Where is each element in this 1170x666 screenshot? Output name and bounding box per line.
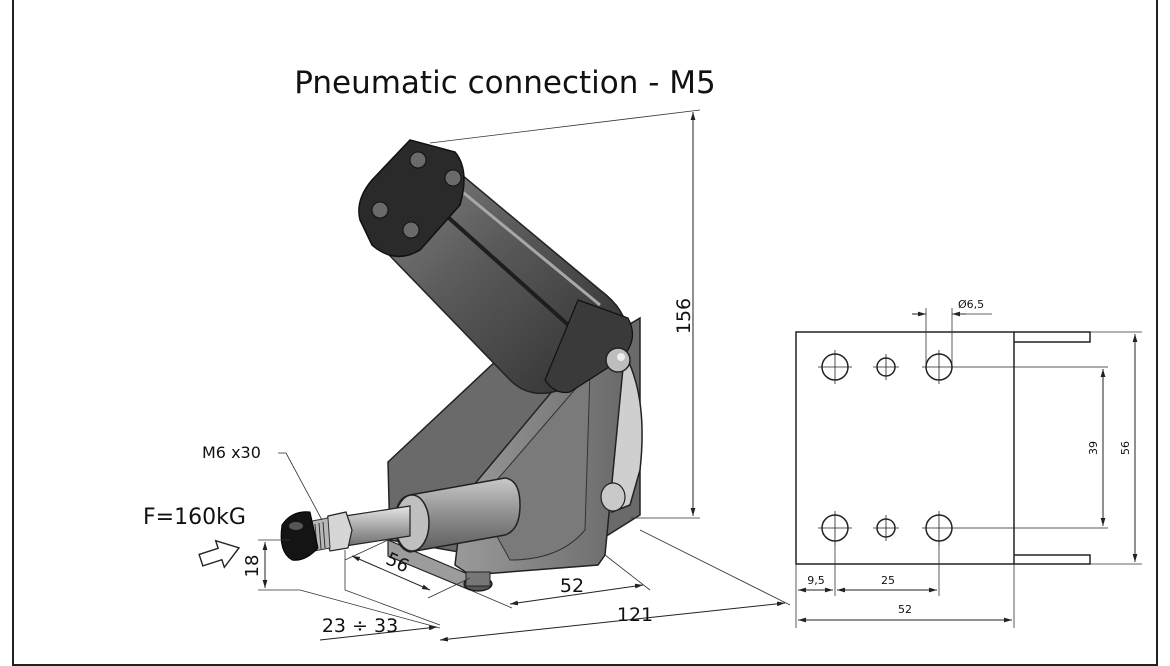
dimension-56-plate: 56 — [1090, 331, 1142, 565]
dim-156-value: 156 — [673, 298, 695, 334]
screw-callout: M6 x30 — [202, 443, 323, 521]
arm-bolt — [600, 482, 626, 512]
dim-39-value: 39 — [1087, 441, 1100, 455]
force-label: F=160kG — [143, 505, 246, 530]
dim-edge-offset-value: 9,5 — [807, 574, 825, 587]
dimension-hole-diameter: Ø6,5 — [912, 298, 992, 364]
end-cap-hole — [371, 201, 389, 219]
base-bolt-shank — [465, 571, 491, 587]
dim-18-value: 18 — [242, 555, 263, 578]
dimension-39: 39 — [1087, 369, 1106, 526]
pivot-pin-center — [617, 353, 625, 361]
force-callout: F=160kG — [143, 505, 246, 569]
dimension-stroke-range: 23 ÷ 33 — [299, 589, 441, 641]
dim-plate-width-value: 52 — [898, 603, 912, 616]
rubber-tip — [280, 511, 319, 561]
dimension-52-plate: 52 — [798, 603, 1012, 623]
cylinder-end-cap — [358, 139, 465, 258]
dimension-121: 121 — [344, 529, 791, 642]
dim-hole-diameter-value: Ø6,5 — [958, 298, 984, 311]
technical-drawing: Pneumatic connection - M5 — [143, 65, 1142, 642]
dim-121-value: 121 — [617, 604, 653, 626]
clamp-assembly — [280, 139, 643, 592]
dim-56-plate-value: 56 — [1119, 441, 1132, 455]
force-arrow-icon — [198, 539, 241, 569]
hole-pattern — [818, 350, 1108, 545]
screw-label: M6 x30 — [202, 443, 261, 462]
cylinder-groove — [438, 208, 587, 342]
pivot-pin — [605, 347, 631, 373]
end-cap-hole — [402, 221, 420, 239]
dimension-bottom-row: 9,5 25 — [795, 541, 1015, 628]
rubber-tip-highlight — [289, 522, 303, 530]
dim-52-value: 52 — [560, 575, 584, 597]
plate-outline — [795, 331, 1015, 565]
end-cap-hole — [444, 169, 462, 187]
dim-stroke-range-value: 23 ÷ 33 — [322, 615, 398, 637]
cylinder-front-cap — [544, 299, 634, 394]
cylinder-highlight — [447, 178, 601, 307]
plate-flange-top — [1014, 331, 1091, 343]
plate-flange-bottom — [1014, 554, 1091, 565]
mounting-plate-drawing: Ø6,5 39 56 9,5 25 52 — [795, 298, 1142, 628]
dim-hole-pitch-value: 25 — [881, 574, 895, 587]
dimension-18: 18 — [242, 539, 300, 591]
dimension-156: 156 — [429, 109, 701, 519]
drawing-title: Pneumatic connection - M5 — [294, 65, 716, 101]
dimension-52-base: 52 — [469, 554, 651, 609]
pneumatic-cylinder — [358, 139, 634, 395]
end-cap-hole — [409, 151, 427, 169]
